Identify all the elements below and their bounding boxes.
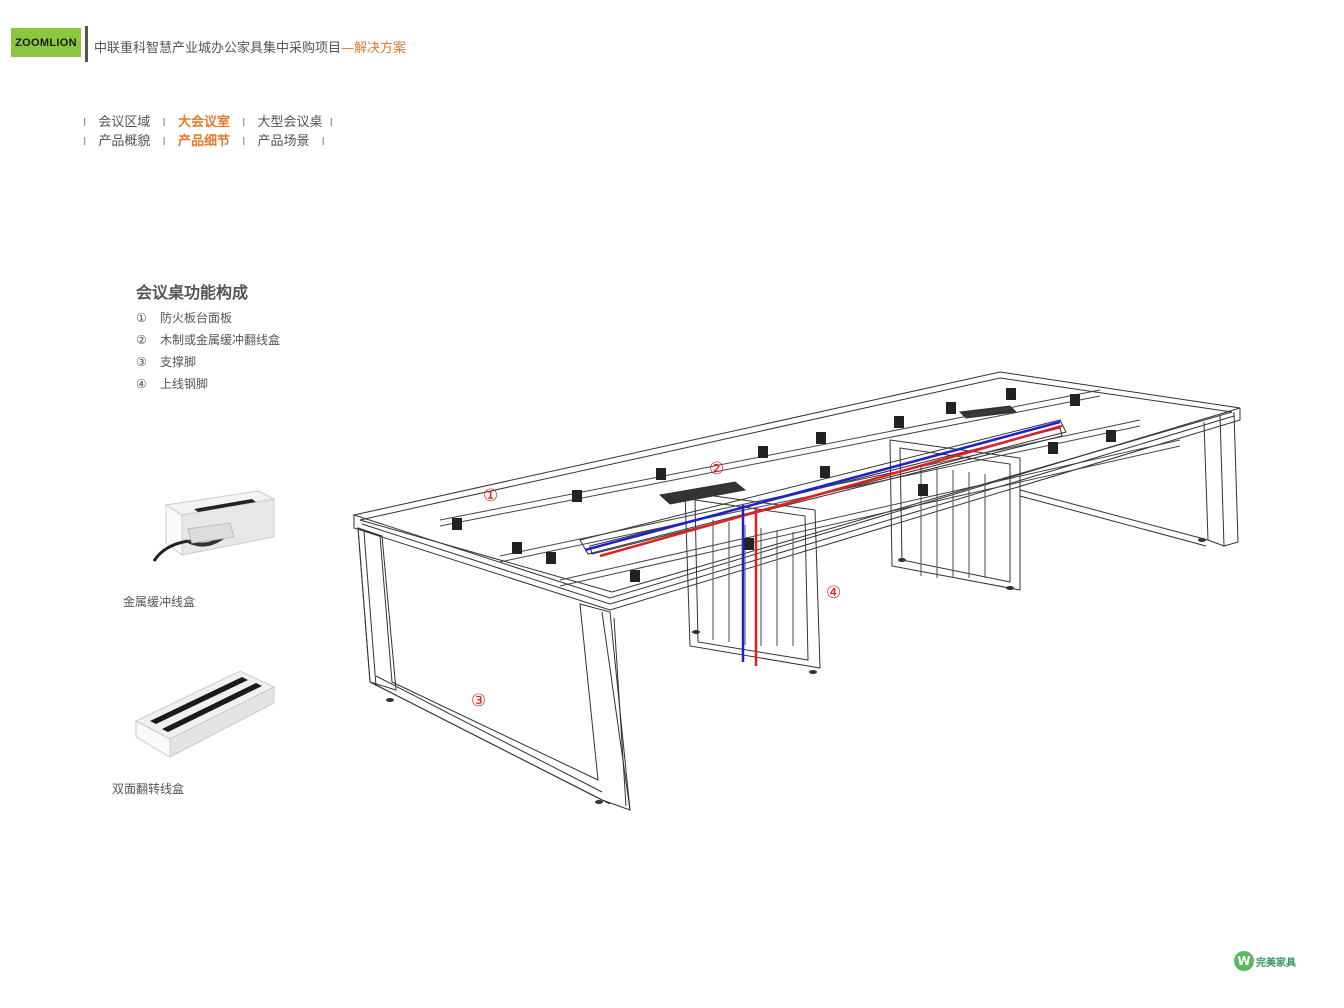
section-title: 会议桌功能构成 [136,283,249,302]
list-item: ② 木制或金属缓冲翻线盒 [136,332,280,354]
list-item: ④ 上线钢脚 [136,376,280,398]
callout-2: ② [709,459,724,479]
item-number: ④ [136,377,147,391]
flip-cable-box-image [134,670,276,758]
cable-blue [584,420,1061,552]
item-number: ③ [136,355,147,369]
item-label: 支撑脚 [160,355,197,369]
zoomlion-logo: ZOOMLION [11,28,81,57]
breadcrumb-row-1: I 会议区域 I 大会议室 I 大型会议桌 I [83,111,341,130]
header-divider [85,26,88,62]
item-label: 上线钢脚 [160,377,209,391]
right-leg-frame [1019,411,1239,547]
item-label: 木制或金属缓冲翻线盒 [160,333,281,347]
page-title: 中联重科智慧产业城办公家具集中采购项目—解决方案 [94,37,406,56]
nav-separator: I [321,135,325,148]
page-title-accent: —解决方案 [341,41,407,56]
item-label: 防火板台面板 [160,311,233,325]
nav-separator: I [242,116,246,129]
item-number: ② [136,333,147,347]
callout-3: ③ [471,691,486,711]
conference-table-wireframe: ① ② ③ ④ [352,371,1241,811]
nav-item-product-detail[interactable]: 产品细节 [177,134,230,149]
product-caption-flip-box: 双面翻转线盒 [112,782,185,796]
nav-item-large-meeting-room[interactable]: 大会议室 [177,115,230,130]
callout-1: ① [483,486,498,506]
column-perforations [712,466,986,646]
list-item: ③ 支撑脚 [136,354,280,376]
nav-item-large-meeting-table[interactable]: 大型会议桌 [257,115,323,130]
product-caption-metal-box: 金属缓冲线盒 [123,595,196,609]
support-rails [439,389,1181,587]
brand-mark-icon: W [1234,951,1254,971]
nav-item-product-scene[interactable]: 产品场景 [257,134,310,149]
callout-4: ④ [826,583,841,603]
nav-separator: I [162,135,166,148]
power-cables [584,420,1063,666]
nav-separator: I [83,116,87,129]
list-item: ① 防火板台面板 [136,310,280,332]
left-leg-frame [357,527,631,811]
nav-separator: I [83,135,87,148]
nav-separator: I [329,116,333,129]
cable-red [599,424,1063,558]
metal-cable-box-image [152,490,276,562]
callout-labels: ① ② ③ ④ [471,459,841,711]
function-list: ① 防火板台面板 ② 木制或金属缓冲翻线盒 ③ 支撑脚 ④ 上线钢脚 [136,310,280,398]
tabletop-outline [352,371,1241,611]
brand-logo: W 完美家具 [1234,951,1296,971]
nav-item-meeting-area[interactable]: 会议区域 [98,115,151,130]
page-title-main: 中联重科智慧产业城办公家具集中采购项目 [94,41,342,56]
brand-text: 完美家具 [1256,957,1296,969]
nav-item-product-overview[interactable]: 产品概貌 [98,134,151,149]
nav-separator: I [162,116,166,129]
bracket-clips [452,388,1116,582]
leveling-feet [386,538,1206,804]
item-number: ① [136,311,147,325]
nav-separator: I [242,135,246,148]
breadcrumb-row-2: I 产品概貌 I 产品细节 I 产品场景 I [83,130,333,149]
